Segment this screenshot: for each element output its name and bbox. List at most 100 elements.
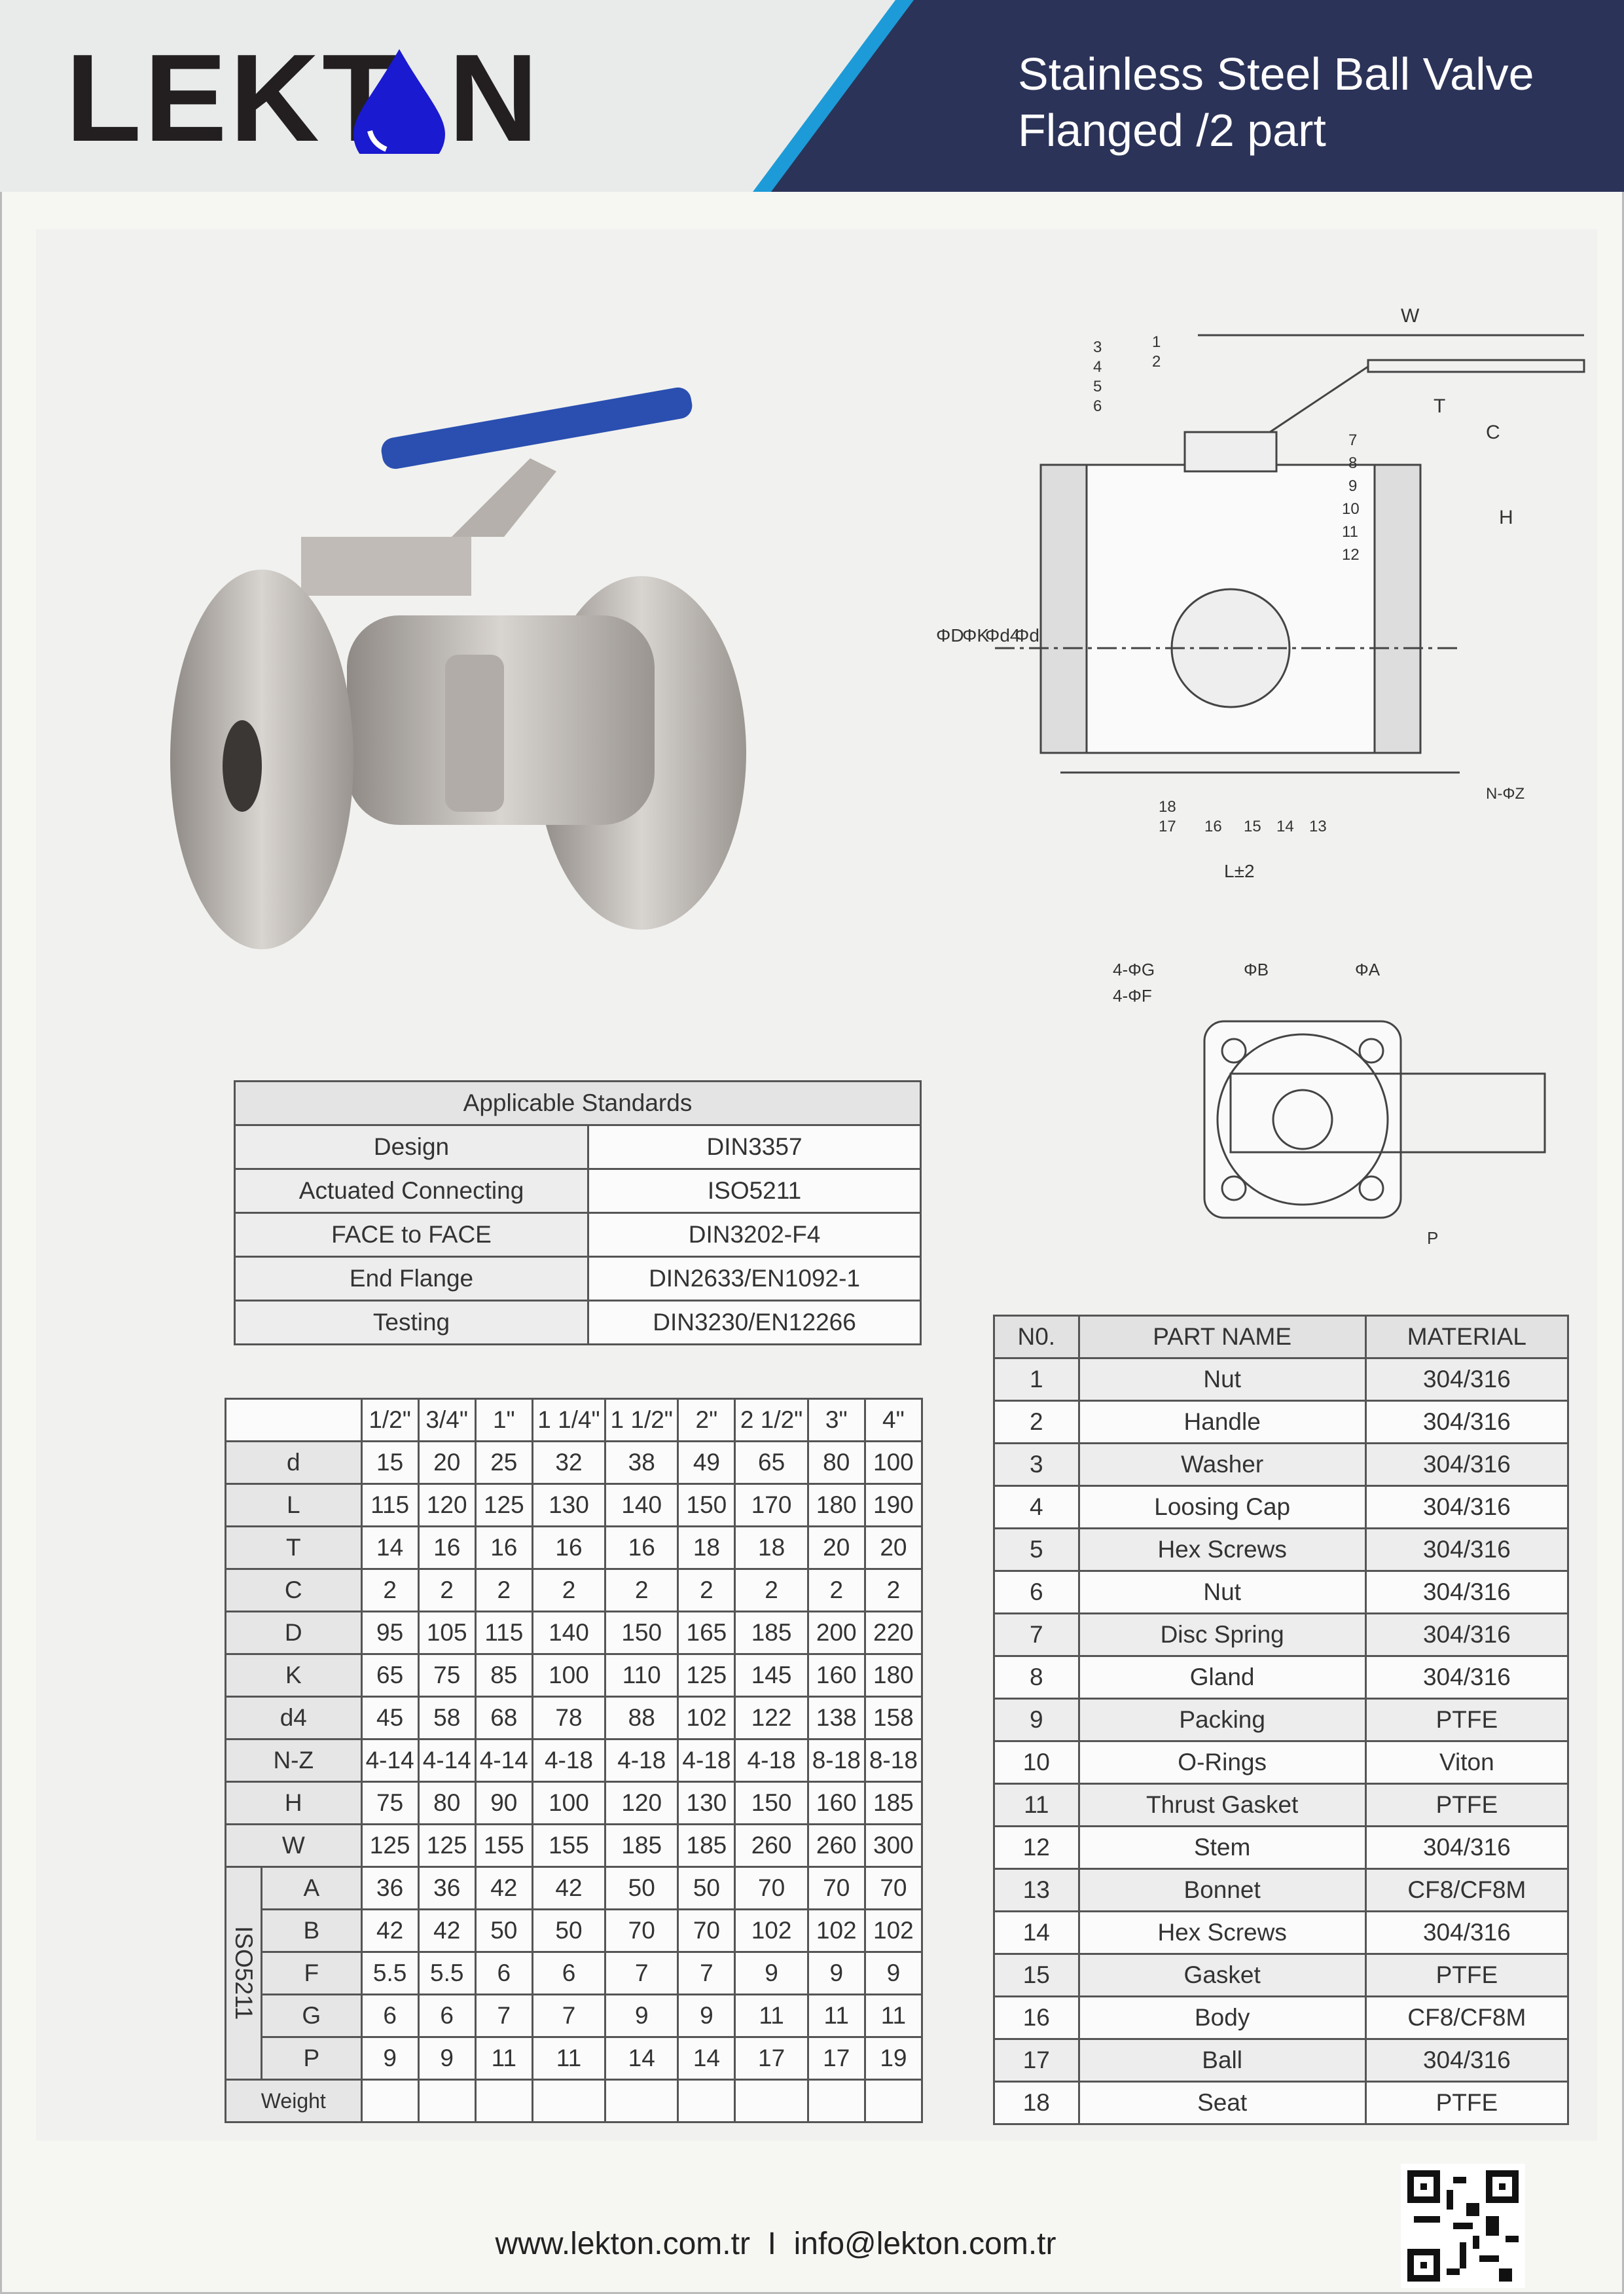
dimension-value: 65 — [734, 1440, 809, 1485]
part-number: 12 — [993, 1825, 1080, 1870]
part-number: 16 — [993, 1995, 1080, 2040]
dimension-value: 140 — [531, 1611, 607, 1655]
part-number: 13 — [993, 1868, 1080, 1912]
part-name: Packing — [1077, 1698, 1367, 1742]
iso-flange-drawing: 4-ΦG 4-ΦF ΦB ΦA P — [1100, 956, 1558, 1283]
dimension-value: 190 — [863, 1483, 924, 1527]
header-navy-band — [759, 0, 1624, 192]
dimension-value: 38 — [604, 1440, 679, 1485]
dim-label-c: C — [1486, 422, 1500, 443]
dimension-value: 88 — [604, 1696, 679, 1740]
iso-label-4-g: 4-ΦG — [1113, 960, 1155, 979]
dimension-value: 120 — [417, 1483, 477, 1527]
part-name: O-Rings — [1077, 1740, 1367, 1785]
part-material: CF8/CF8M — [1364, 1868, 1570, 1912]
iso-dimension-value: 102 — [734, 1908, 809, 1953]
part-name: Handle — [1077, 1400, 1367, 1444]
iso-dimension-value: 9 — [863, 1951, 924, 1995]
dimension-value: 2 — [531, 1568, 607, 1612]
part-number: 10 — [993, 1740, 1080, 1785]
part-callout: 9 — [1348, 477, 1357, 495]
part-name: Gland — [1077, 1655, 1367, 1700]
dimension-label: T — [225, 1525, 363, 1570]
iso-dimension-value: 14 — [677, 2036, 736, 2081]
dim-label-l: L±2 — [1224, 861, 1255, 881]
standard-value: DIN2633/EN1092-1 — [587, 1256, 922, 1302]
dimension-value: 18 — [677, 1525, 736, 1570]
part-number: 7 — [993, 1612, 1080, 1657]
iso-dimension-value: 70 — [863, 1866, 924, 1910]
part-material: 304/316 — [1364, 1357, 1570, 1402]
dimension-value: 125 — [360, 1823, 420, 1868]
dimension-value: 4-18 — [677, 1738, 736, 1783]
part-callout: 14 — [1276, 818, 1294, 835]
size-header: 3/4" — [417, 1398, 477, 1442]
dimension-value: 100 — [531, 1653, 607, 1698]
iso-dimension-value: 50 — [474, 1908, 533, 1953]
dimension-label: W — [225, 1823, 363, 1868]
size-header: 1 1/4" — [531, 1398, 607, 1442]
part-material: Viton — [1364, 1740, 1570, 1785]
iso-dimension-value: 50 — [531, 1908, 607, 1953]
part-number: 9 — [993, 1698, 1080, 1742]
dimension-value: 68 — [474, 1696, 533, 1740]
weight-label: Weight — [225, 2079, 363, 2123]
part-callout: 4 — [1093, 358, 1102, 376]
dimension-value: 185 — [677, 1823, 736, 1868]
dimension-value: 185 — [604, 1823, 679, 1868]
iso-dimension-value: 70 — [806, 1866, 866, 1910]
size-header: 4" — [863, 1398, 924, 1442]
part-material: PTFE — [1364, 2081, 1570, 2125]
iso-dimension-value: 36 — [417, 1866, 477, 1910]
dimension-value: 4-18 — [604, 1738, 679, 1783]
dimension-value: 16 — [531, 1525, 607, 1570]
dimension-value: 150 — [604, 1611, 679, 1655]
dimension-value: 145 — [734, 1653, 809, 1698]
dimension-value: 2 — [604, 1568, 679, 1612]
iso-dimension-value: 50 — [677, 1866, 736, 1910]
dimension-value: 25 — [474, 1440, 533, 1485]
part-name: Hex Screws — [1077, 1910, 1367, 1955]
size-header: 2 1/2" — [734, 1398, 809, 1442]
iso-dimension-value: 5.5 — [417, 1951, 477, 1995]
iso5211-group-label: ISO5211 — [225, 1866, 262, 2081]
iso-dimension-value: 11 — [806, 1994, 866, 2038]
iso-dimension-label: A — [261, 1866, 363, 1910]
part-material: PTFE — [1364, 1783, 1570, 1827]
iso-dimension-value: 42 — [474, 1866, 533, 1910]
iso-dimension-value: 6 — [417, 1994, 477, 2038]
title-line-2: Flanged /2 part — [1018, 105, 1326, 156]
dimension-value: 8-18 — [806, 1738, 866, 1783]
dimension-value: 155 — [474, 1823, 533, 1868]
iso-dimension-value: 9 — [360, 2036, 420, 2081]
dimension-value: 4-18 — [531, 1738, 607, 1783]
dimension-value: 65 — [360, 1653, 420, 1698]
iso-dimension-value: 11 — [531, 2036, 607, 2081]
dimension-value: 185 — [863, 1781, 924, 1825]
part-number: 4 — [993, 1485, 1080, 1529]
dimension-label: D — [225, 1611, 363, 1655]
part-name: Disc Spring — [1077, 1612, 1367, 1657]
dimension-value: 102 — [677, 1696, 736, 1740]
header: LEKT N Stainless Steel Ball Valve Flange… — [0, 0, 1624, 192]
iso-dimension-label: P — [261, 2036, 363, 2081]
dimension-value: 20 — [806, 1525, 866, 1570]
product-title: Stainless Steel Ball Valve Flanged /2 pa… — [1018, 46, 1534, 158]
dim-label-t: T — [1434, 395, 1445, 417]
dimension-value: 180 — [806, 1483, 866, 1527]
iso-dimension-value: 7 — [474, 1994, 533, 2038]
part-callout: 11 — [1342, 523, 1358, 541]
dimension-value: 260 — [734, 1823, 809, 1868]
